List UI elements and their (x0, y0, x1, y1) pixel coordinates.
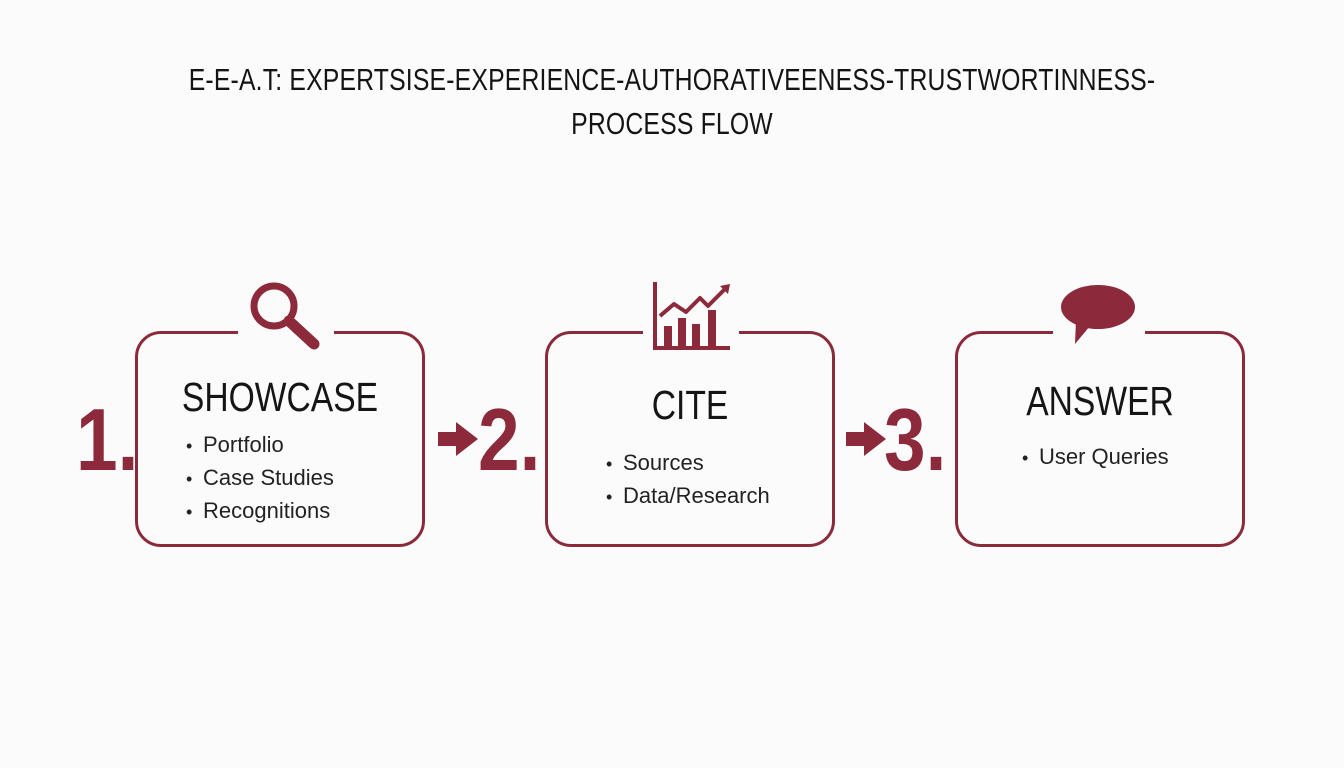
step-3-number: 3. (884, 390, 947, 489)
list-item: Recognitions (186, 495, 334, 528)
step-3-bullets: User Queries (1022, 441, 1169, 474)
step-2-box: CITE Sources Data/Research (545, 331, 835, 547)
list-item: Data/Research (606, 480, 770, 513)
step-2-bullets: Sources Data/Research (606, 447, 770, 513)
speech-bubble-icon (1061, 285, 1135, 344)
arrow-right-icon (846, 422, 886, 456)
magnifier-icon (250, 282, 320, 350)
step-1-number: 1. (76, 390, 139, 489)
list-item: Case Studies (186, 462, 334, 495)
step-3-box: ANSWER User Queries (955, 331, 1245, 547)
step-2-title: CITE (651, 382, 729, 428)
step-1-box: SHOWCASE Portfolio Case Studies Recognit… (135, 331, 425, 547)
title-line-1: E-E-A.T: EXPERTSISE-EXPERIENCE-AUTHORATI… (188, 62, 1156, 97)
title-line-2: PROCESS FLOW (571, 106, 773, 141)
step-2-number: 2. (478, 390, 541, 489)
list-item: Portfolio (186, 429, 334, 462)
bar-chart-icon (653, 282, 730, 350)
diagram-title: E-E-A.T: EXPERTSISE-EXPERIENCE-AUTHORATI… (134, 58, 1209, 146)
step-1-title: SHOWCASE (181, 374, 379, 420)
list-item: Sources (606, 447, 770, 480)
step-1-bullets: Portfolio Case Studies Recognitions (186, 429, 334, 528)
arrow-right-icon (438, 422, 478, 456)
list-item: User Queries (1022, 441, 1169, 474)
step-3-title: ANSWER (1026, 378, 1174, 424)
